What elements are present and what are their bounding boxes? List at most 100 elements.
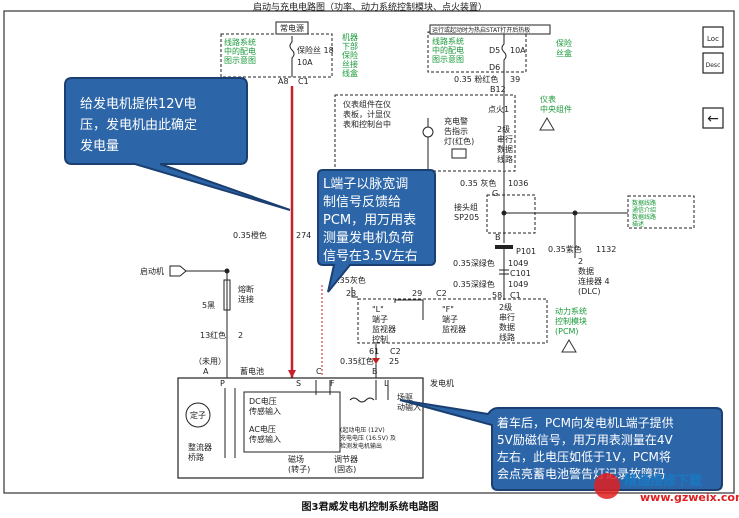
back-arrow-icon: ← — [707, 111, 719, 127]
connector-c2-bot: C2 — [390, 347, 401, 356]
terminal-p: P — [220, 379, 225, 388]
callout-mid-4: 测量发电机负荷 — [323, 230, 414, 246]
wire-13-red: 13红色 — [200, 330, 226, 340]
fuse-circuit-note-3: 图示意图 — [224, 55, 256, 65]
callout-bottom-2: 5V励磁信号，用万用表测量在4V — [497, 432, 673, 447]
regulator-1: 调节器 — [334, 455, 358, 464]
callout-left-2: 压，发电机由此确定 — [80, 117, 197, 133]
terminal-l: L — [384, 379, 389, 388]
data-line-3: 数据 — [497, 144, 513, 154]
always-hot-fuse-block: 常电源 线路系统 中的配电 图示意图 保险丝 18 10A — [220, 21, 334, 78]
fuse-18-rating: 10A — [297, 58, 313, 67]
connector-g-top: G — [492, 189, 498, 198]
pcm-label-3: (PCM) — [555, 327, 579, 336]
wire-274-color: 0.35橙色 — [233, 230, 267, 240]
rotor-1: 磁场 — [288, 454, 304, 464]
dlc-2: 数据 — [578, 266, 594, 276]
connector-p101: P101 — [516, 247, 536, 256]
unused-label: （未用） — [194, 356, 226, 366]
run-start-fuse-block: 运行或起动时为热启STAT打开后热板 线路系统 中的配电 图示意图 D5 10A… — [427, 24, 551, 73]
connector-c1-mid: C1 — [510, 291, 521, 300]
data-note-3: 数据线路 — [632, 213, 656, 221]
run-start-hot-label: 运行或起动时为热启STAT打开后热板 — [432, 26, 530, 34]
starter-label: 启动机 — [140, 266, 164, 276]
fuse-10a-symbol — [501, 34, 507, 72]
l-term-3: 监视器 — [372, 324, 396, 334]
pcm-data-1: 2级 — [499, 302, 512, 312]
fuse-r-note-3: 图示意图 — [432, 54, 464, 64]
pcm-label-1: 动力系统 — [555, 306, 587, 316]
wire-1036-color: 0.35 灰色 — [460, 178, 496, 188]
rectifier-2: 桥路 — [188, 452, 204, 462]
fuse-18-label: 保险丝 18 — [297, 45, 334, 55]
wire-039-number: 39 — [510, 75, 520, 84]
pcm-data-3: 数据 — [499, 322, 515, 332]
fuse-r-note-2: 中的配电 — [432, 45, 464, 55]
battery-lamp-icon — [451, 148, 467, 159]
fusible-2: 连接 — [238, 294, 254, 304]
callout-left-1: 给发电机提供12V电 — [80, 96, 196, 112]
ac-sense-1: AC电压 — [249, 424, 276, 434]
data-note-4: 描述 — [632, 220, 644, 228]
wire-25-number: 25 — [389, 357, 399, 366]
wire-25-color: 0.35红色 — [340, 356, 374, 366]
terminal-f: F — [330, 379, 335, 388]
ac-sense-2: 传感输入 — [249, 434, 281, 444]
wire-274-number: 274 — [296, 231, 311, 240]
figure-caption: 图3君威发电机控制系统电路图 — [302, 500, 439, 513]
connector-b12: B12 — [490, 85, 506, 94]
back-button[interactable]: ← — [702, 107, 724, 129]
charge-lamp-1: 充电警 — [444, 116, 468, 126]
dlc-4: (DLC) — [578, 287, 600, 296]
rotor-2: (转子) — [288, 464, 310, 474]
connector-61: 61 — [369, 347, 379, 356]
callout-mid-3: PCM，用万用表 — [323, 213, 416, 228]
dlc-3: 连接器 4 — [578, 276, 610, 286]
dc-sense-2: 传感输入 — [249, 406, 281, 416]
esd-warning-icon-2 — [561, 339, 577, 353]
field-drive-2: 动输入 — [397, 402, 421, 412]
wire-039-color: 0.35 粉红色 — [454, 74, 498, 84]
fusible-1: 熔断 — [238, 284, 254, 294]
fuse-block-note-3: 保险 — [342, 50, 358, 60]
desc-button[interactable]: Desc — [702, 52, 724, 74]
splice-sp205: G 接头组 SP205 — [454, 189, 628, 243]
fuse-18-symbol — [289, 36, 295, 77]
connector-23: 23 — [346, 289, 356, 298]
charge-lamp-2: 告指示 — [444, 126, 468, 136]
ignition-1-label: 点火1 — [488, 105, 509, 114]
data-line-2: 串行 — [497, 134, 513, 144]
vreg-1: (起动电压 (12V) — [340, 426, 385, 434]
wire-1132-color: 0.35紫色 — [548, 244, 582, 254]
loc-button[interactable]: Loc — [702, 26, 724, 48]
watermark-name: 精通维修下载 — [624, 473, 702, 489]
data-note-2: 通信介绍 — [632, 206, 656, 214]
fuse-block-note-1: 机器 — [342, 32, 358, 42]
charge-warning-lamp-icon — [422, 126, 434, 138]
desc-button-label: Desc — [706, 62, 721, 69]
rectifier-1: 整流器 — [188, 442, 212, 452]
regulator-2: (固态) — [334, 464, 356, 474]
starter-connector-icon — [169, 265, 187, 277]
f-term-3: 监视器 — [442, 324, 466, 334]
l-term-4: 控制 — [372, 334, 388, 344]
terminal-c: C — [316, 367, 322, 376]
l-term-1: "L" — [372, 305, 384, 314]
generator-label: 发电机 — [430, 378, 454, 388]
connector-29: 29 — [412, 289, 422, 298]
watermark-logo-icon — [594, 473, 620, 499]
fuse-10a-right: 10A — [510, 46, 526, 55]
esd-warning-icon — [539, 117, 555, 131]
vreg-3: 检测发电机输出 — [340, 442, 382, 450]
callout-pcm-excitation: 着车后，PCM向发电机L端子提供 5V励磁信号，用万用表测量在4V 左右，此电压… — [399, 399, 723, 491]
l-term-2: 端子 — [372, 314, 388, 324]
stator-label: 定子 — [190, 410, 206, 420]
diagram-title: 启动与充电电路图（功率、动力系统控制模块、点火装置） — [253, 1, 487, 13]
watermark: 精通维修下载 www.gzweix.com — [594, 473, 739, 504]
watermark-url: www.gzweix.com — [640, 491, 739, 504]
callout-bottom-1: 着车后，PCM向发电机L端子提供 — [497, 415, 674, 430]
connector-58: 58 — [492, 291, 502, 300]
splice-label-1: 接头组 — [454, 202, 478, 212]
wire-2: 2 — [238, 331, 243, 340]
